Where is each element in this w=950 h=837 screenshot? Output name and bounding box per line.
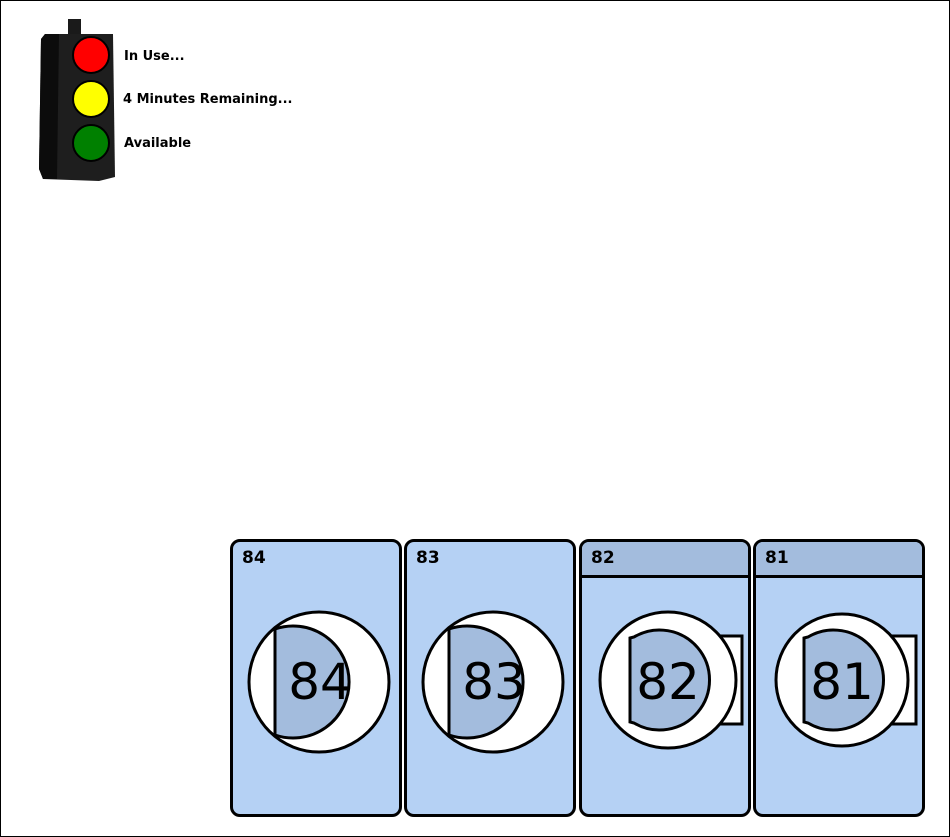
door-window — [273, 624, 351, 740]
machine-number: 82 — [636, 653, 700, 711]
legend-minutes-remaining-label: 4 Minutes Remaining... — [123, 92, 293, 107]
green-light-icon — [72, 124, 110, 162]
washer-door-icon — [247, 610, 391, 754]
washer-84[interactable]: 84 84 — [230, 539, 402, 817]
traffic-light-pole — [68, 19, 81, 35]
machine-row: 84 84 83 83 82 82 — [230, 539, 932, 821]
door-window — [802, 628, 886, 732]
door-window — [628, 628, 712, 732]
traffic-light-shade — [39, 34, 59, 179]
machine-number: 81 — [810, 653, 874, 711]
legend-available-label: Available — [124, 136, 192, 151]
dryer-82[interactable]: 82 82 — [579, 539, 751, 817]
yellow-light-icon — [72, 80, 110, 118]
washer-83[interactable]: 83 83 — [404, 539, 576, 817]
washer-door-icon — [421, 610, 565, 754]
status-legend: In Use... 4 Minutes Remaining... Availab… — [39, 19, 339, 181]
red-light-icon — [72, 36, 110, 74]
machine-tag: 83 — [416, 548, 440, 568]
machine-tag: 81 — [765, 548, 789, 568]
control-panel — [756, 542, 922, 578]
control-panel — [582, 542, 748, 578]
traffic-light-icon — [39, 19, 115, 181]
dryer-door-icon — [774, 612, 918, 748]
machine-number: 84 — [288, 653, 352, 711]
machine-tag: 84 — [242, 548, 266, 568]
door-window — [447, 624, 525, 740]
machine-tag: 82 — [591, 548, 615, 568]
machine-number: 83 — [462, 653, 526, 711]
dryer-door-icon — [598, 610, 744, 750]
legend-in-use-label: In Use... — [124, 49, 185, 64]
dryer-81[interactable]: 81 81 — [753, 539, 925, 817]
